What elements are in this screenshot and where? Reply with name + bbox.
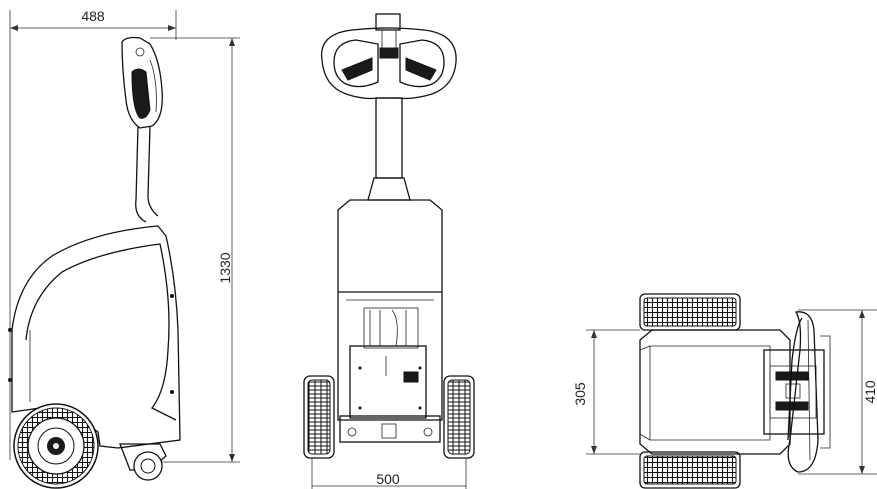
front-track-dimension: 500 xyxy=(311,458,467,489)
front-right-wheel xyxy=(443,375,475,459)
top-handle-width-dimension: 410 xyxy=(798,309,877,475)
side-castor-wheel xyxy=(119,443,167,481)
side-handle xyxy=(121,36,163,129)
side-tiller xyxy=(135,125,159,223)
front-view: 500 xyxy=(303,13,475,489)
side-width-dimension: 488 xyxy=(9,8,177,460)
side-width-label: 488 xyxy=(81,8,105,24)
top-view: 305 410 xyxy=(572,293,877,489)
front-handle xyxy=(320,13,457,100)
front-body xyxy=(337,199,443,443)
side-drive-wheel xyxy=(13,403,99,489)
top-lower-wheel xyxy=(639,451,741,489)
top-upper-wheel xyxy=(639,293,741,331)
top-body-width-dimension: 305 xyxy=(572,329,640,455)
top-body-width-label: 305 xyxy=(572,382,588,406)
front-track-label: 500 xyxy=(376,471,400,487)
top-handle xyxy=(763,311,831,473)
side-view: 488 1330 xyxy=(8,8,240,489)
top-body xyxy=(639,329,791,455)
front-tiller xyxy=(367,97,411,201)
front-left-wheel xyxy=(303,375,335,459)
top-handle-width-label: 410 xyxy=(862,380,877,404)
side-height-label: 1330 xyxy=(217,252,233,283)
side-height-dimension: 1330 xyxy=(150,37,240,463)
